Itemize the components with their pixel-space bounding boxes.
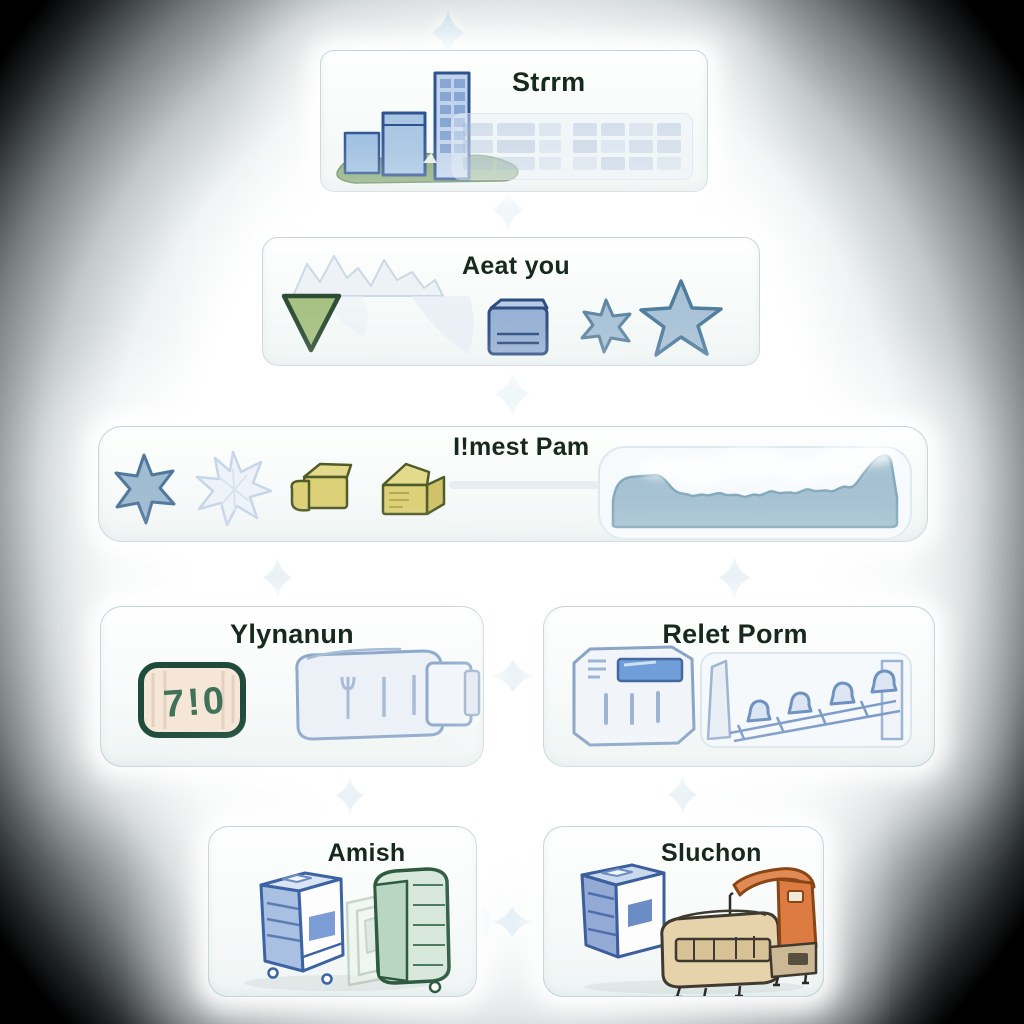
tan-printer-icon xyxy=(660,891,782,996)
flow-diamond-icon xyxy=(495,370,530,418)
node-card-sluchon: Sluchon xyxy=(543,826,824,997)
node-title: Sluchon xyxy=(661,839,762,867)
flow-diamond-horizontal-icon xyxy=(474,905,533,939)
orange-machine-icon xyxy=(732,867,818,987)
blue-archive-box-icon xyxy=(487,298,549,356)
green-down-triangle-icon xyxy=(281,293,342,353)
sketched-machine-icon xyxy=(572,645,696,747)
blue-cube-box-icon xyxy=(580,863,666,959)
node-title: Relet Porm xyxy=(662,619,808,649)
badge-glyphs: 7!0 xyxy=(162,680,229,726)
flow-diamond-icon xyxy=(719,555,750,600)
node-title: I!mest Pam xyxy=(453,433,590,461)
track-line-icon xyxy=(449,481,611,489)
node-card-aeat-you: Aeat you xyxy=(262,237,760,366)
sketched-scanner-icon xyxy=(295,647,481,741)
mountain-sketch-icon xyxy=(292,255,474,354)
flow-diamond-icon xyxy=(492,187,524,232)
blue-tower-box-icon xyxy=(259,871,345,985)
flow-diamond-icon xyxy=(431,9,465,57)
node-card-relet-porm: Relet Porm xyxy=(543,606,935,767)
green-framed-badge-icon: 7!0 xyxy=(138,662,246,738)
flow-diamond-icon xyxy=(263,557,292,598)
ascending-seats-icon xyxy=(700,652,912,748)
city-buildings-icon xyxy=(336,71,519,184)
flow-diamond-icon xyxy=(668,774,697,815)
yellow-wedge-box-icon xyxy=(381,462,446,516)
faded-data-table-icon xyxy=(451,113,693,180)
green-cabinet-icon xyxy=(373,867,451,994)
node-card-imest-pam: I!mest Pam xyxy=(98,426,928,542)
blue-six-point-star-icon xyxy=(114,453,176,525)
flow-diamond-horizontal-icon xyxy=(490,659,536,693)
flow-diamond-icon xyxy=(336,775,364,816)
pale-snowflake-star-icon xyxy=(195,450,273,527)
node-title: Stɾrm xyxy=(511,67,586,97)
node-card-strm: Stɾrm xyxy=(320,50,708,192)
small-six-point-star-icon xyxy=(580,298,632,354)
node-title: Ylynanun xyxy=(230,619,354,649)
node-title: Amish xyxy=(327,839,406,867)
yellow-carton-icon xyxy=(290,462,353,512)
area-chart-icon xyxy=(598,441,912,540)
node-title: Aeat you xyxy=(461,252,570,280)
node-card-ylynanun: Ylynanun 7!0 xyxy=(100,606,484,767)
large-five-point-star-icon xyxy=(639,279,723,357)
node-card-amish: Amish xyxy=(208,826,477,997)
